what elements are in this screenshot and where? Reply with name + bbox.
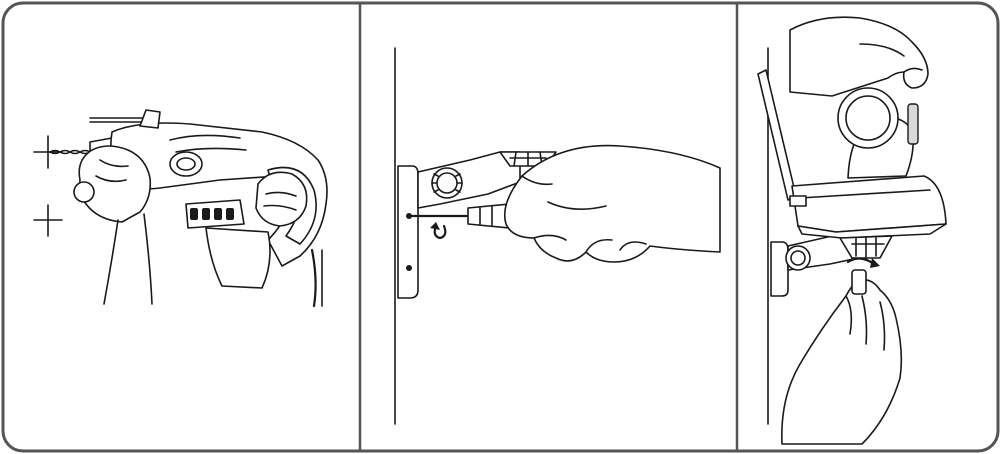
panel-2-mounting-bracket [394, 47, 721, 425]
hole-mark-top [33, 135, 63, 169]
camera-icon [789, 87, 947, 268]
panel-1-drilling [33, 109, 328, 308]
hand-top [789, 16, 929, 97]
gloved-hand-left [73, 145, 153, 305]
bracket-icon [397, 151, 557, 299]
panel-3-camera-mounting [757, 16, 947, 445]
hand-screwdriver [503, 144, 721, 263]
gloved-hand-right [255, 171, 308, 227]
bracket-3-icon [770, 231, 859, 297]
hand-bottom [781, 269, 903, 445]
hole-mark-bottom [33, 204, 63, 237]
drill-bit [49, 149, 91, 155]
